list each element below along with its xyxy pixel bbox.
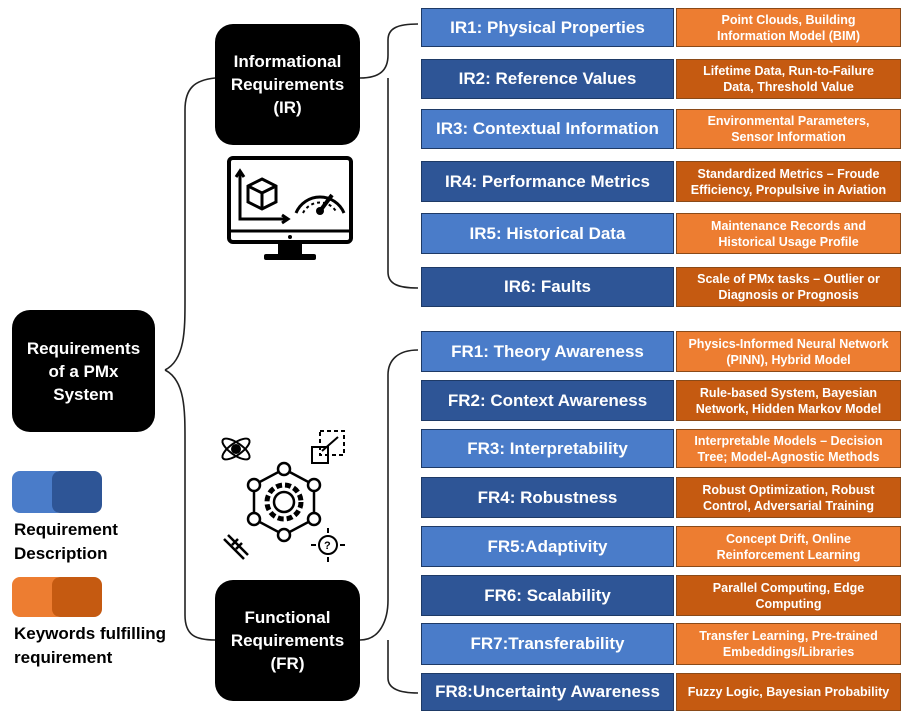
ir6-requirement: IR6: Faults [421,267,674,307]
monitor-cube-gauge-icon [226,155,354,267]
fr7-requirement: FR7:Transferability [421,623,674,665]
fr4-requirement: FR4: Robustness [421,477,674,518]
root-node: Requirements of a PMx System [12,310,155,432]
svg-text:?: ? [324,540,331,552]
ir1-keywords: Point Clouds, Building Information Model… [676,8,901,47]
fr5-requirement: FR5:Adaptivity [421,526,674,567]
ir2-keywords: Lifetime Data, Run-to-Failure Data, Thre… [676,59,901,99]
legend-requirement-swatch [12,471,102,513]
ir1-requirement: IR1: Physical Properties [421,8,674,47]
legend-keywords-label: Keywords fulfilling requirement [14,624,167,667]
fr3-keywords: Interpretable Models – Decision Tree; Mo… [676,429,901,468]
root-label: Requirements of a PMx System [26,338,141,404]
fr6-requirement: FR6: Scalability [421,575,674,616]
fr5-keywords: Concept Drift, Online Reinforcement Lear… [676,526,901,567]
fr7-keywords: Transfer Learning, Pre-trained Embedding… [676,623,901,665]
fr2-keywords: Rule-based System, Bayesian Network, Hid… [676,380,901,421]
ir4-requirement: IR4: Performance Metrics [421,161,674,202]
functional-requirements-node: Functional Requirements (FR) [215,580,360,701]
fr6-keywords: Parallel Computing, Edge Computing [676,575,901,616]
legend-requirement-label: Requirement Description [14,520,118,563]
gear-hexagon-network-icon: ? [218,427,350,569]
ir3-requirement: IR3: Contextual Information [421,109,674,149]
informational-requirements-node: Informational Requirements (IR) [215,24,360,145]
fr4-keywords: Robust Optimization, Robust Control, Adv… [676,477,901,518]
informational-requirements-label: Informational Requirements (IR) [230,52,345,117]
functional-requirements-label: Functional Requirements (FR) [230,608,345,673]
ir3-keywords: Environmental Parameters, Sensor Informa… [676,109,901,149]
ir4-keywords: Standardized Metrics – Froude Efficiency… [676,161,901,202]
fr1-requirement: FR1: Theory Awareness [421,331,674,372]
fr2-requirement: FR2: Context Awareness [421,380,674,421]
legend-keywords-swatch [12,577,102,617]
ir5-keywords: Maintenance Records and Historical Usage… [676,213,901,254]
ir2-requirement: IR2: Reference Values [421,59,674,99]
fr3-requirement: FR3: Interpretability [421,429,674,468]
ir6-keywords: Scale of PMx tasks – Outlier or Diagnosi… [676,267,901,307]
fr8-keywords: Fuzzy Logic, Bayesian Probability [676,673,901,711]
fr1-keywords: Physics-Informed Neural Network (PINN), … [676,331,901,372]
fr8-requirement: FR8:Uncertainty Awareness [421,673,674,711]
ir5-requirement: IR5: Historical Data [421,213,674,254]
